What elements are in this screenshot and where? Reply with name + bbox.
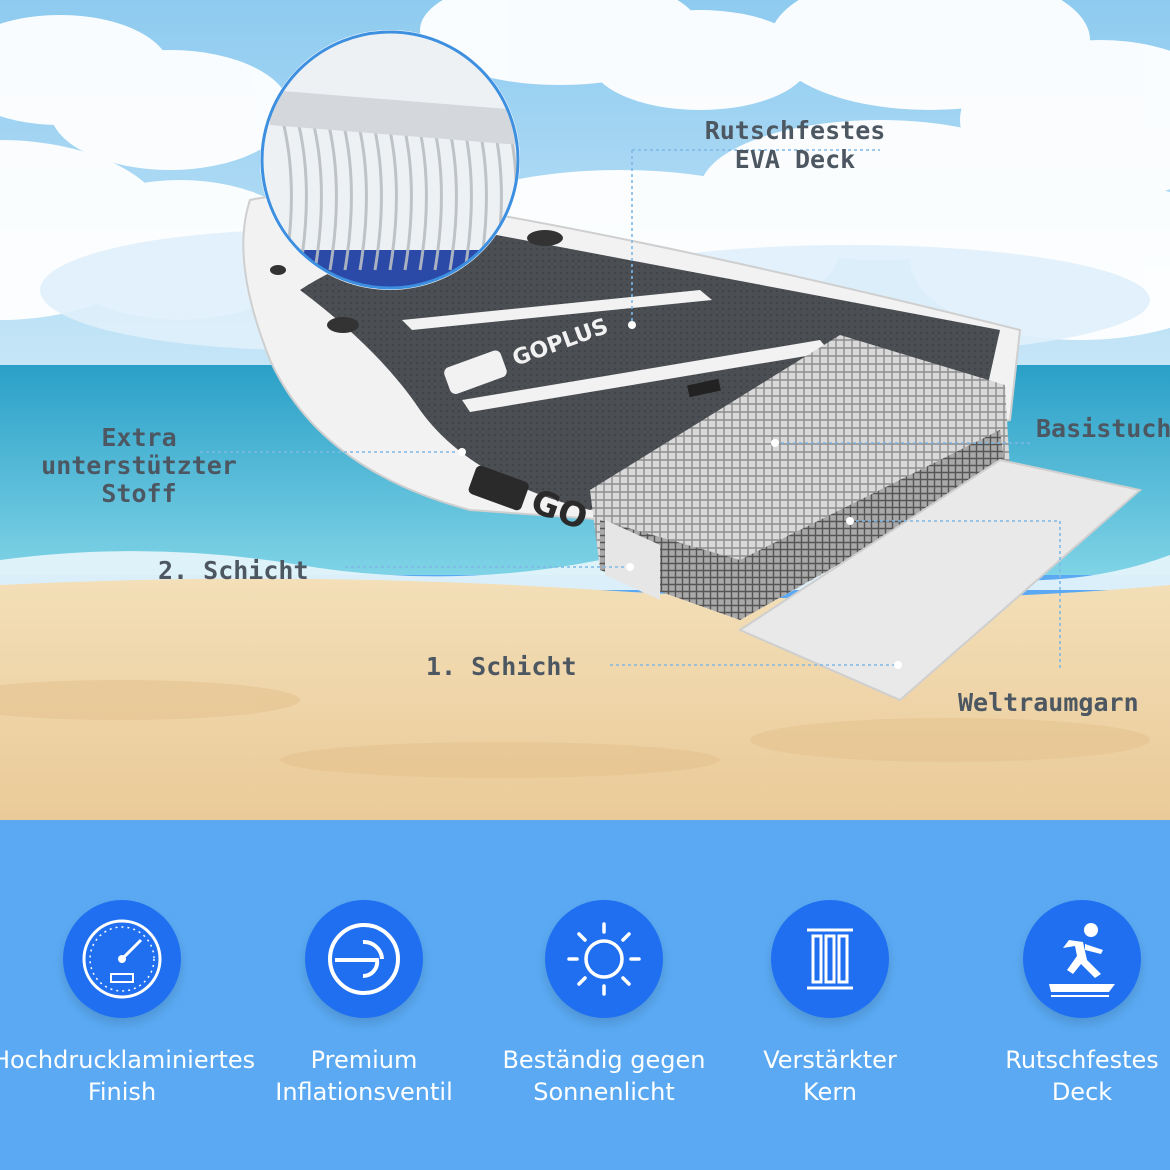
callout-line: Rutschfestes [704, 116, 886, 145]
zoom-inset [260, 30, 520, 290]
feature-label: Hochdrucklaminiertes Finish [0, 1044, 256, 1108]
callout-rutschfestes-eva-deck: Rutschfestes EVA Deck [670, 116, 920, 174]
feature-label-line: Deck [1051, 1078, 1113, 1106]
feature-sun-resistant: Beständig gegen Sonnenlicht [474, 820, 734, 1170]
valve-icon [305, 900, 423, 1018]
feature-label-line: Kern [803, 1078, 857, 1106]
feature-label: Beständig gegen Sonnenlicht [474, 1044, 734, 1108]
leader-lines [200, 149, 1061, 670]
product-scene: GOPLUS GO [0, 0, 1170, 820]
feature-label-line: Verstärkter [763, 1046, 897, 1074]
callout-1-schicht: 1. Schicht [426, 652, 577, 681]
feature-label: Rutschfestes Deck [952, 1044, 1170, 1108]
feature-label: Premium Inflationsventil [234, 1044, 494, 1108]
surfer-icon [1023, 900, 1141, 1018]
callout-line: EVA Deck [734, 145, 856, 174]
sun-icon [545, 900, 663, 1018]
feature-high-pressure: Hochdrucklaminiertes Finish [0, 820, 256, 1170]
callout-line: unterstützter [41, 451, 237, 480]
beach-background: GOPLUS GO [0, 0, 1170, 820]
feature-label-line: Hochdrucklaminiertes [0, 1046, 256, 1074]
callout-weltraumgarn: Weltraumgarn [958, 688, 1139, 717]
callout-line: Extra [101, 423, 177, 452]
reinforced-core-icon [771, 900, 889, 1018]
feature-label-line: Beständig gegen [502, 1046, 706, 1074]
feature-non-slip-deck: Rutschfestes Deck [952, 820, 1170, 1170]
pressure-gauge-icon [63, 900, 181, 1018]
feature-band: Hochdrucklaminiertes Finish Premium Infl… [0, 820, 1170, 1170]
feature-label-line: Premium [310, 1046, 418, 1074]
feature-inflation-valve: Premium Inflationsventil [234, 820, 494, 1170]
feature-label-line: Rutschfestes [1005, 1046, 1159, 1074]
callout-2-schicht: 2. Schicht [158, 556, 309, 585]
callout-basistuch: Basistuch [1036, 414, 1170, 443]
callout-line: Stoff [101, 479, 177, 508]
paddle-board: GOPLUS GO [242, 193, 1143, 702]
feature-label-line: Inflationsventil [275, 1078, 453, 1106]
callout-extra-stoff: Extra unterstützter Stoff [24, 424, 254, 508]
feature-label: Verstärkter Kern [700, 1044, 960, 1108]
feature-label-line: Finish [87, 1078, 157, 1106]
feature-reinforced-core: Verstärkter Kern [700, 820, 960, 1170]
feature-label-line: Sonnenlicht [533, 1078, 675, 1106]
